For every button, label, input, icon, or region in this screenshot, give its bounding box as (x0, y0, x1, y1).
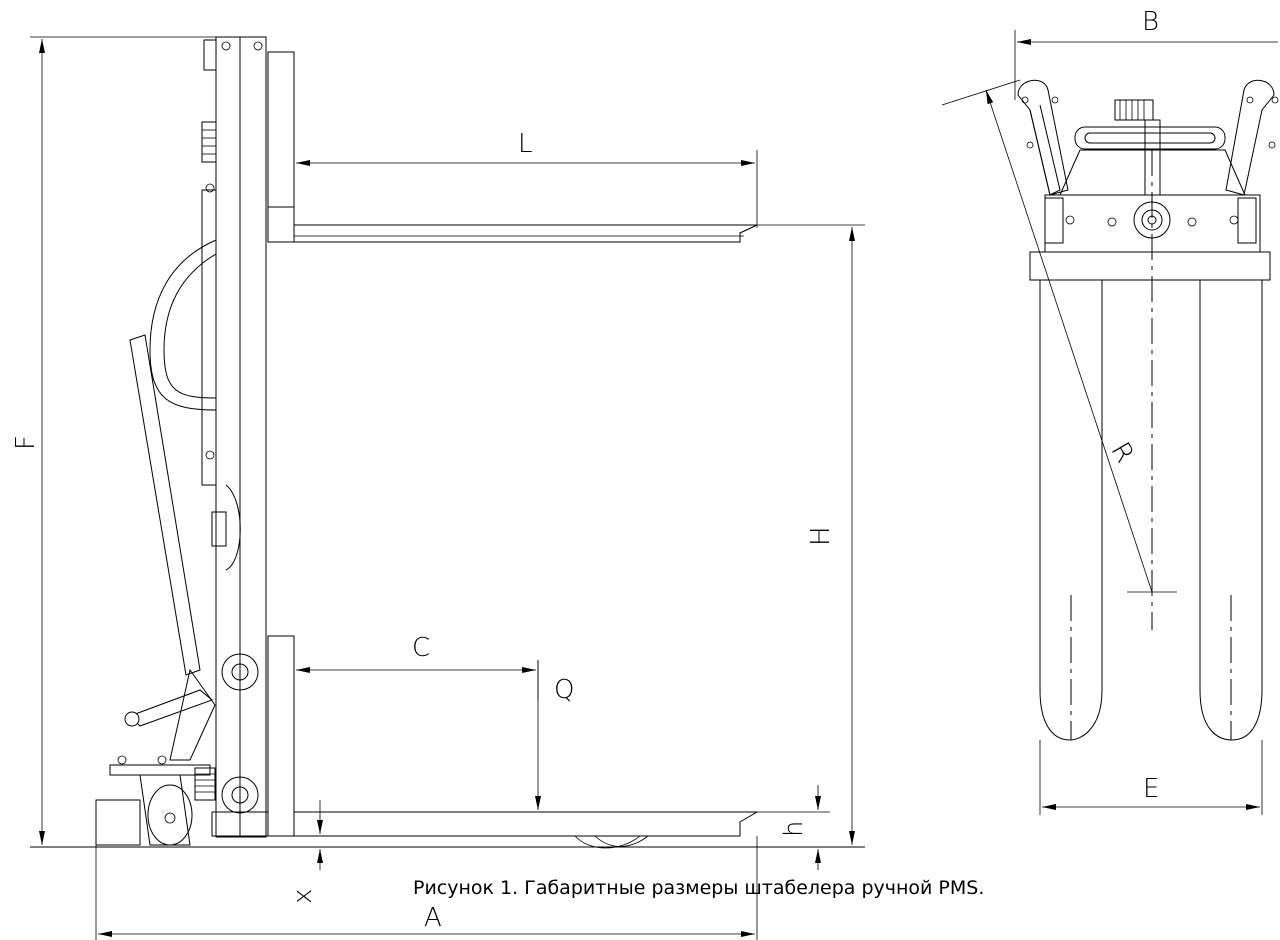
upper-carriage (267, 51, 295, 243)
mast-outer (215, 36, 267, 838)
front-base-plate (1029, 251, 1271, 281)
label-E: E (1143, 774, 1159, 804)
label-L: L (518, 129, 533, 159)
pump-lever (129, 689, 213, 727)
front-hub (1133, 201, 1171, 239)
lower-fork (293, 811, 759, 837)
front-arm-right (1225, 80, 1275, 196)
mast-roller-bottom (221, 776, 259, 814)
mast-roller-top (221, 653, 259, 691)
caster-wheel (95, 755, 216, 846)
label-C: C (412, 633, 430, 663)
dim-line-R (985, 89, 1153, 593)
front-fork-right (1199, 279, 1263, 741)
upper-fork (267, 206, 758, 243)
front-fork-left (1039, 279, 1103, 741)
front-arm-left (1017, 80, 1069, 196)
side-view (95, 36, 759, 849)
label-x: x (288, 889, 318, 904)
load-wheels (574, 835, 641, 849)
label-h: h (779, 821, 809, 837)
label-B: B (1142, 7, 1159, 37)
label-F: F (11, 435, 41, 450)
lower-carriage (267, 635, 295, 837)
figure-caption: Рисунок 1. Габаритные размеры штабелера … (413, 877, 985, 899)
label-Q: Q (554, 675, 574, 705)
push-handle (149, 239, 217, 411)
front-view (1017, 80, 1279, 741)
label-A: A (424, 903, 442, 933)
label-H: H (806, 526, 836, 546)
